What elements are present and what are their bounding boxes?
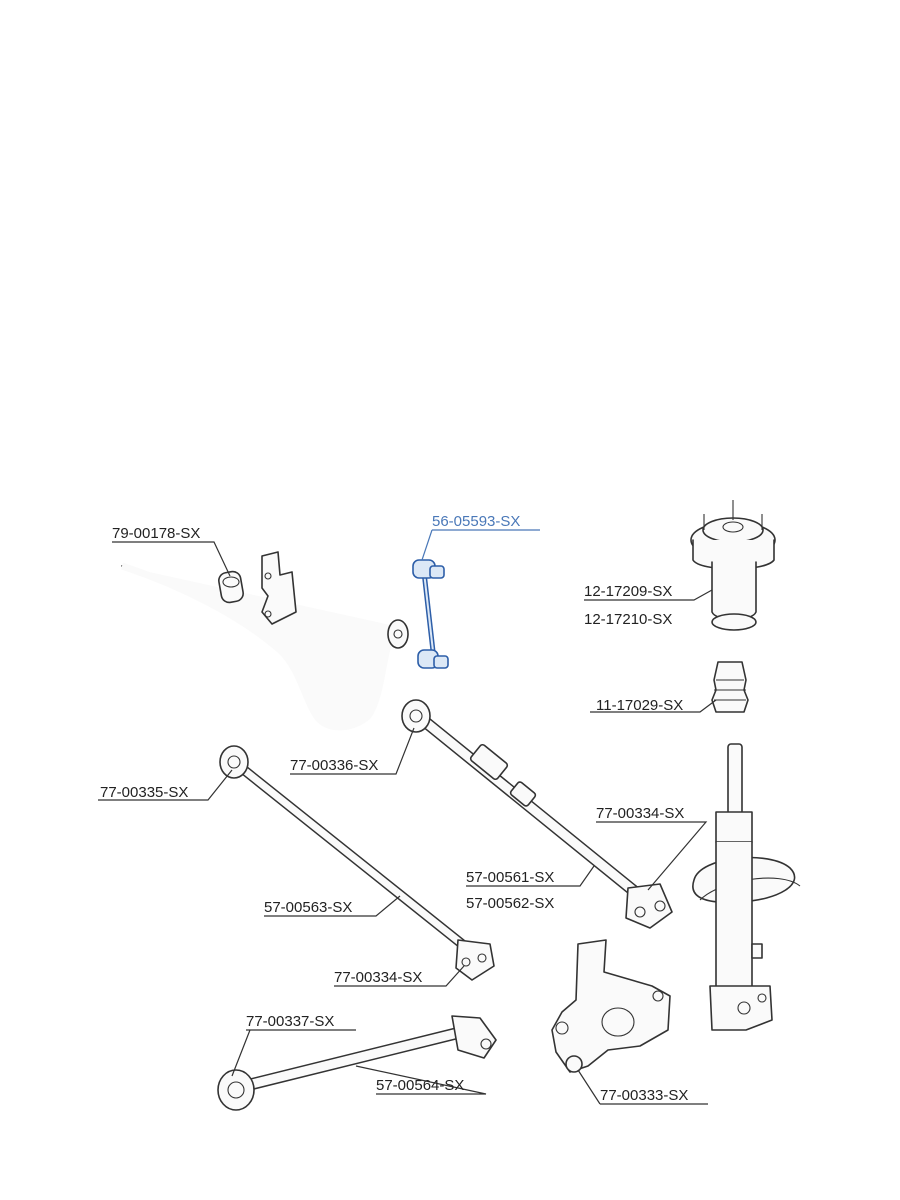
label-77-00335: 77-00335-SX bbox=[100, 784, 188, 801]
label-57-00563: 57-00563-SX bbox=[264, 899, 352, 916]
label-77-00334-left: 77-00334-SX bbox=[334, 969, 422, 986]
label-11-17029: 11-17029-SX bbox=[596, 697, 683, 714]
label-56-05593: 56-05593-SX bbox=[432, 513, 520, 530]
leader-lines bbox=[98, 529, 717, 1105]
strut-mount bbox=[690, 500, 776, 631]
bump-stop bbox=[711, 661, 749, 713]
label-77-00337: 77-00337-SX bbox=[246, 1013, 334, 1030]
label-79-00178: 79-00178-SX bbox=[112, 525, 200, 542]
stabilizer-bracket bbox=[261, 551, 297, 625]
label-57-00564: 57-00564-SX bbox=[376, 1077, 464, 1094]
trailing-arm bbox=[217, 1015, 497, 1111]
stabilizer-bushing bbox=[218, 570, 244, 604]
stabilizer-link bbox=[412, 559, 449, 669]
lower-arm bbox=[219, 745, 495, 981]
label-12-17209: 12-17209-SX bbox=[584, 583, 672, 600]
knuckle bbox=[551, 939, 671, 1073]
shock-absorber bbox=[692, 743, 801, 1031]
label-57-00562: 57-00562-SX bbox=[466, 895, 554, 912]
label-77-00334-right: 77-00334-SX bbox=[596, 805, 684, 822]
adjustable-arm bbox=[401, 699, 673, 929]
label-57-00561: 57-00561-SX bbox=[466, 869, 554, 886]
stabilizer-bar bbox=[120, 562, 409, 731]
part-labels: 79-00178-SX 56-05593-SX 12-17209-SX 12-1… bbox=[100, 513, 688, 1104]
label-77-00333: 77-00333-SX bbox=[600, 1087, 688, 1104]
label-77-00336: 77-00336-SX bbox=[290, 757, 378, 774]
label-12-17210: 12-17210-SX bbox=[584, 611, 672, 628]
